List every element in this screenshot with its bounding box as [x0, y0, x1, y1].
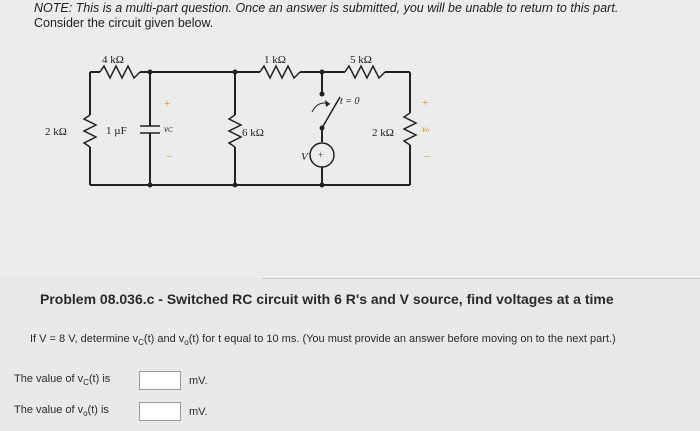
resistor-2k-left	[82, 114, 98, 148]
resistor-4k	[99, 64, 141, 80]
label-4k: 4 kΩ	[102, 54, 124, 66]
resistor-5k	[344, 64, 386, 80]
label-1uf: 1 µF	[106, 125, 127, 137]
note: NOTE: This is a multi-part question. Onc…	[34, 1, 618, 31]
answer-unit-vc: mV.	[189, 374, 208, 387]
vo-plus: +	[422, 97, 428, 109]
problem-title: Problem 08.036.c - Switched RC circuit w…	[40, 291, 614, 307]
source-plus: +	[318, 150, 323, 160]
label-source: V	[301, 151, 309, 163]
label-2k-right: 2 kΩ	[372, 127, 394, 139]
note-warning: NOTE: This is a multi-part question. Onc…	[34, 1, 619, 15]
label-switch-time: t = 0	[340, 96, 360, 107]
resistor-2k-right	[402, 112, 418, 146]
circuit-diagram: 4 kΩ 2 kΩ 1 µF vC + − 1 kΩ 5 kΩ t = 0 6 …	[45, 54, 430, 188]
divider	[262, 278, 700, 279]
answer-label-vo: The value of vo(t) is	[14, 404, 109, 419]
question-panel	[0, 0, 700, 278]
vo-minus: −	[424, 151, 430, 163]
problem-text: If V = 8 V, determine vC(t) and vo(t) fo…	[30, 333, 616, 348]
answer-row-vo: The value of vo(t) is mV.	[14, 402, 208, 421]
label-2k-left: 2 kΩ	[45, 126, 67, 138]
answer-input-vo[interactable]	[139, 402, 181, 421]
label-5k: 5 kΩ	[350, 54, 372, 66]
resistor-6k	[227, 114, 243, 148]
switch	[321, 96, 341, 129]
vc-plus: +	[164, 98, 170, 110]
label-1k: 1 kΩ	[264, 54, 286, 66]
vc-minus: −	[166, 151, 172, 163]
label-vc: vC	[164, 124, 173, 134]
answer-label-vc: The value of vC(t) is	[14, 373, 111, 388]
label-vo: vo	[422, 124, 430, 134]
resistor-1k	[259, 64, 301, 80]
answer-unit-vo: mV.	[189, 405, 208, 418]
answer-input-vc[interactable]	[139, 371, 181, 390]
label-6k: 6 kΩ	[242, 127, 264, 139]
note-instruction: Consider the circuit given below.	[34, 16, 214, 30]
answer-row-vc: The value of vC(t) is mV.	[14, 371, 208, 390]
